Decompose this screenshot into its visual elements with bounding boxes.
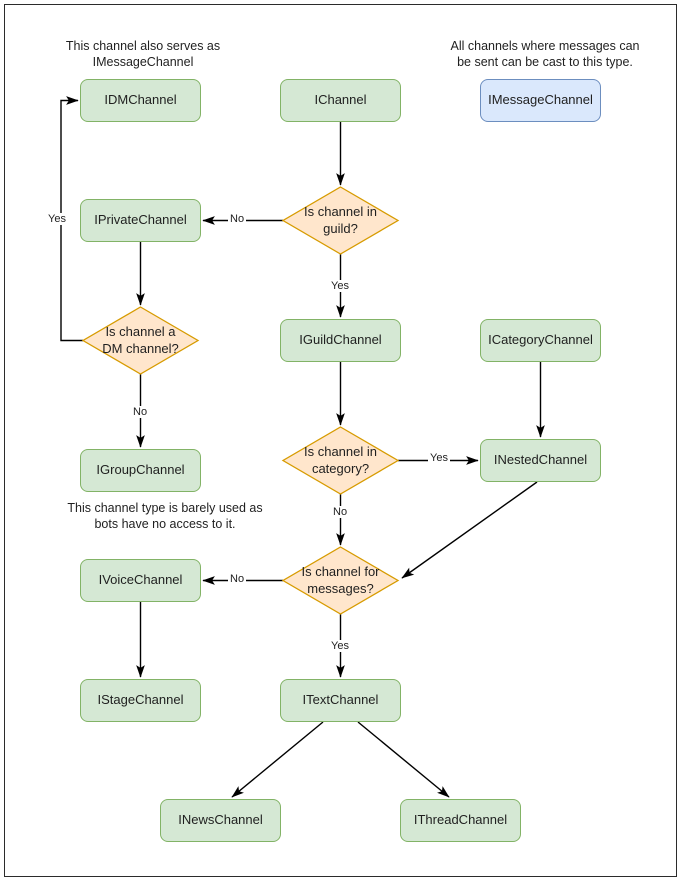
node-ichannel[interactable]: IChannel bbox=[280, 79, 401, 122]
node-inested-channel[interactable]: INestedChannel bbox=[480, 439, 601, 482]
node-ivoice-channel[interactable]: IVoiceChannel bbox=[80, 559, 201, 602]
edge-itext-to-inews bbox=[231, 721, 324, 798]
node-imessage-channel[interactable]: IMessageChannel bbox=[480, 79, 601, 122]
decision-is-channel-for-messages bbox=[281, 546, 400, 615]
node-igroup-channel[interactable]: IGroupChannel bbox=[80, 449, 201, 492]
node-inews-channel[interactable]: INewsChannel bbox=[160, 799, 281, 842]
edge-inested-to-messages-decision bbox=[401, 481, 538, 579]
decision-label-is-channel-in-category: Is channel in category? bbox=[283, 427, 398, 494]
edge-label-messages-yes: Yes bbox=[329, 640, 351, 652]
decision-label-is-channel-a-dm: Is channel a DM channel? bbox=[83, 307, 198, 374]
edge-label-messages-no: No bbox=[228, 573, 247, 585]
decision-text: Is channel a DM channel? bbox=[102, 324, 179, 356]
edge-label-dm-yes: Yes bbox=[46, 213, 68, 225]
decision-text: Is channel in category? bbox=[304, 444, 377, 476]
edge-label-guild-no: No bbox=[228, 213, 247, 225]
node-ithread-channel[interactable]: IThreadChannel bbox=[400, 799, 521, 842]
annotation-dm-channel: This channel also serves as IMessageChan… bbox=[65, 39, 221, 70]
decision-label-is-channel-for-messages: Is channel for messages? bbox=[283, 547, 398, 614]
edge-label-guild-yes: Yes bbox=[329, 280, 351, 292]
edge-label-dm-no: No bbox=[131, 406, 150, 418]
node-iguild-channel[interactable]: IGuildChannel bbox=[280, 319, 401, 362]
node-icategory-channel[interactable]: ICategoryChannel bbox=[480, 319, 601, 362]
decision-is-channel-in-guild bbox=[281, 186, 400, 255]
node-iprivate-channel[interactable]: IPrivateChannel bbox=[80, 199, 201, 242]
decision-text: Is channel in guild? bbox=[304, 204, 377, 236]
annotation-message-channel: All channels where messages can be sent … bbox=[450, 39, 640, 70]
node-idm-channel[interactable]: IDMChannel bbox=[80, 79, 201, 122]
decision-label-is-channel-in-guild: Is channel in guild? bbox=[283, 187, 398, 254]
node-itext-channel[interactable]: ITextChannel bbox=[280, 679, 401, 722]
edge-itext-to-ithread bbox=[357, 721, 450, 798]
decision-is-channel-in-category bbox=[281, 426, 400, 495]
annotation-group-channel: This channel type is barely used as bots… bbox=[67, 501, 263, 532]
decision-text: Is channel for messages? bbox=[301, 564, 380, 596]
node-istage-channel[interactable]: IStageChannel bbox=[80, 679, 201, 722]
edge-label-category-yes: Yes bbox=[428, 452, 450, 464]
edge-label-category-no: No bbox=[331, 506, 350, 518]
decision-is-channel-a-dm bbox=[81, 306, 200, 375]
